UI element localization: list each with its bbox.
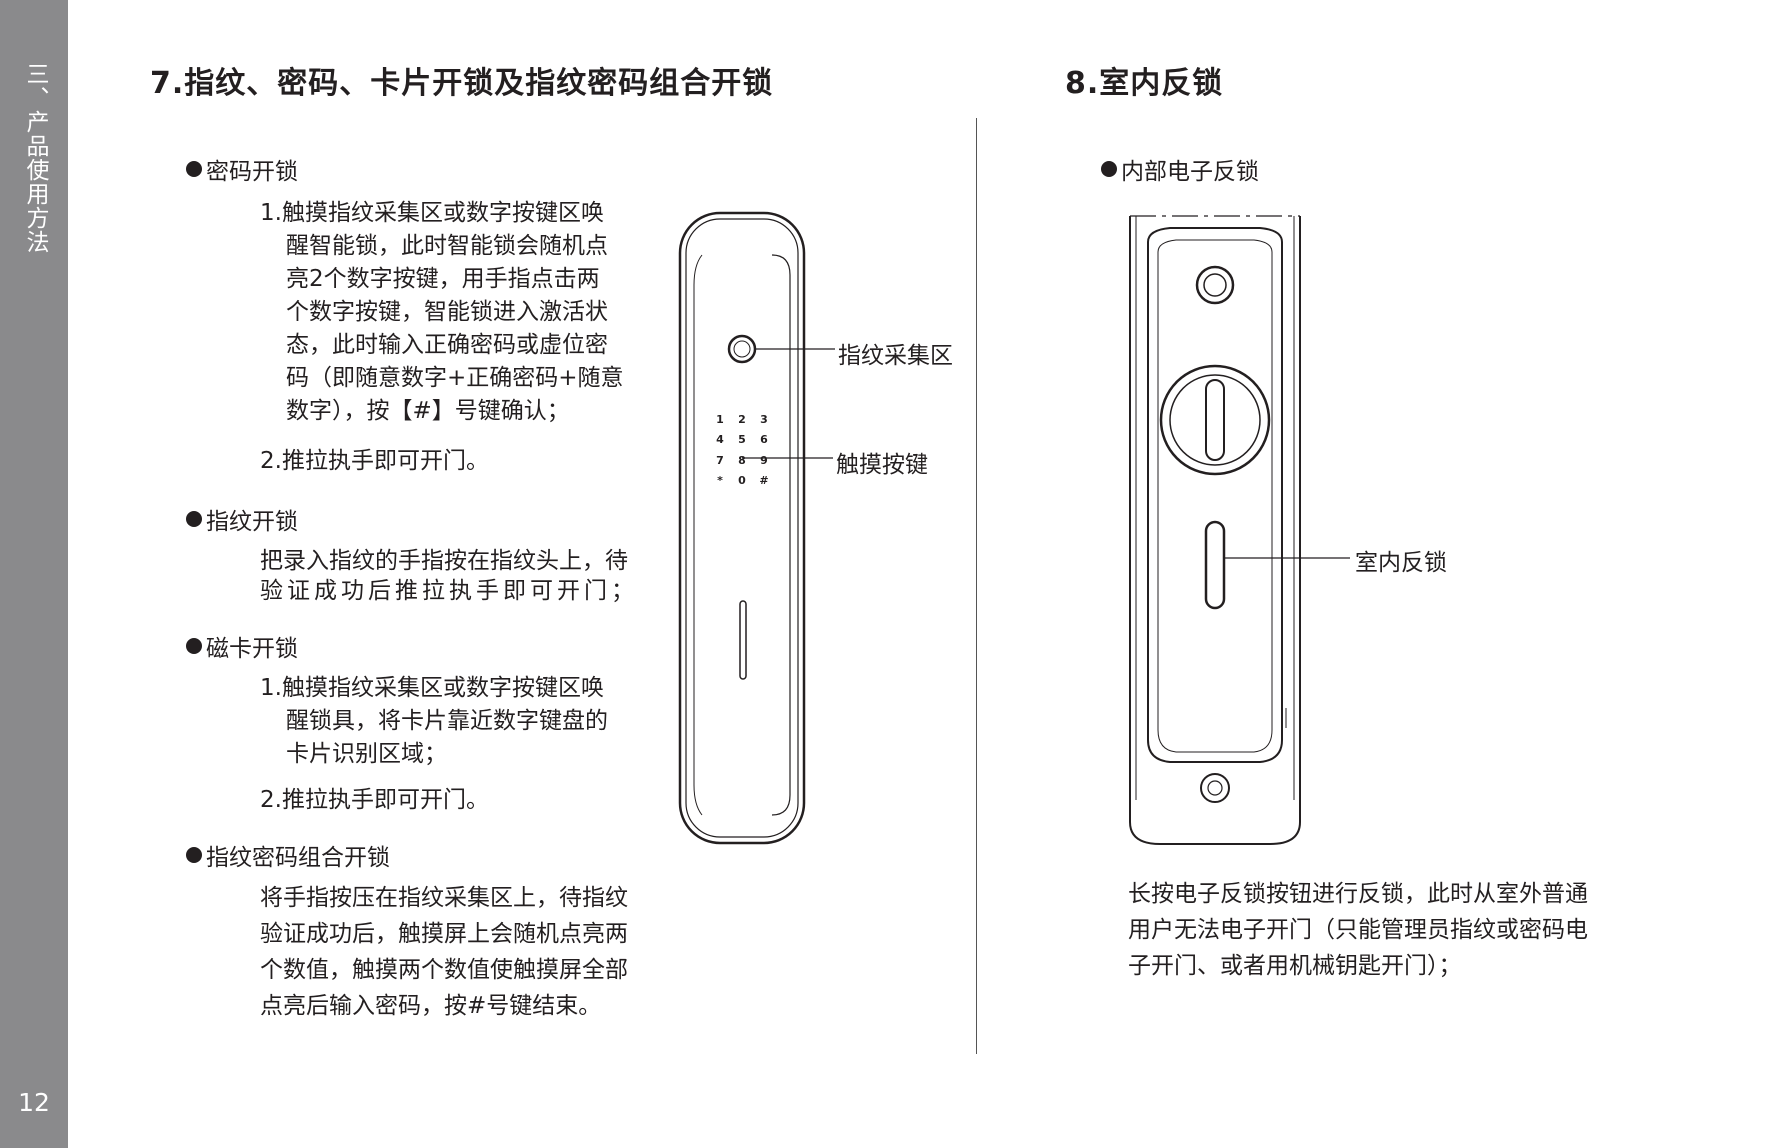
text-line: 长按电子反锁按钮进行反锁，此时从室外普通	[1128, 881, 1588, 907]
bullet-icon	[186, 638, 202, 654]
text-line: 亮2个数字按键，用手指点击两	[286, 266, 600, 292]
lock-back-illustration	[1129, 215, 1350, 845]
text-line: 醒锁具，将卡片靠近数字键盘的	[286, 708, 608, 734]
text-line: 1.触摸指纹采集区或数字按键区唤	[260, 675, 604, 701]
key-0: 0	[738, 474, 746, 487]
card-step-1: 1.触摸指纹采集区或数字按键区唤 醒锁具，将卡片靠近数字键盘的 卡片识别区域；	[260, 672, 608, 771]
password-step-2: 2.推拉执手即可开门。	[260, 448, 489, 474]
text-line: 个数字按键，智能锁进入激活状	[286, 299, 608, 325]
handle-slot	[739, 600, 747, 680]
text-line: 将手指按压在指纹采集区上，待指纹	[260, 885, 628, 911]
key-3: 3	[760, 413, 768, 426]
card-unlock-heading: 磁卡开锁	[186, 629, 298, 663]
keypad: 1 2 3 4 5 6 7 8 9 * 0 #	[716, 413, 768, 487]
text-line: 子开门、或者用机械钥匙开门）；	[1128, 953, 1462, 979]
lock-front-illustration: 1 2 3 4 5 6 7 8 9 * 0 #	[678, 211, 835, 845]
text-line: 个数值，触摸两个数值使触摸屏全部	[260, 957, 628, 983]
text-line: 醒智能锁，此时智能锁会随机点	[286, 233, 608, 259]
inner-deadlock-heading: 内部电子反锁	[1101, 152, 1259, 186]
key-hash: #	[759, 474, 768, 487]
text-line: 验证成功后，触摸屏上会随机点亮两	[260, 921, 628, 947]
card-step-2: 2.推拉执手即可开门。	[260, 787, 489, 813]
key-1: 1	[716, 413, 724, 426]
text-line: 点亮后输入密码，按#号键结束。	[260, 993, 602, 1019]
key-4: 4	[716, 433, 724, 446]
fingerprint-sensor-icon	[727, 334, 757, 364]
bullet-icon	[186, 847, 202, 863]
password-step-1: 1.触摸指纹采集区或数字按键区唤 醒智能锁，此时智能锁会随机点 亮2个数字按键，…	[260, 197, 624, 428]
text-line: 验证成功后推拉执手即可开门；	[260, 578, 638, 604]
text-line: 把录入指纹的手指按在指纹头上，待	[260, 548, 628, 574]
text-line: 用户无法电子开门（只能管理员指纹或密码电	[1128, 917, 1588, 943]
combo-unlock-text: 将手指按压在指纹采集区上，待指纹 验证成功后，触摸屏上会随机点亮两 个数值，触摸…	[260, 880, 628, 1024]
sidebar: 三、产品使用方法 12	[0, 0, 68, 1148]
thumb-turn-icon	[1159, 364, 1271, 476]
keypad-label: 触摸按键	[836, 452, 928, 478]
combo-unlock-heading: 指纹密码组合开锁	[186, 838, 390, 872]
text-line: 码（即随意数字+正确密码+随意	[286, 365, 624, 391]
section-7-title: 7.指纹、密码、卡片开锁及指纹密码组合开锁	[150, 66, 774, 101]
bullet-icon	[186, 511, 202, 527]
text-line: 1.触摸指纹采集区或数字按键区唤	[260, 200, 604, 226]
section-8-title: 8.室内反锁	[1065, 66, 1224, 101]
key-2: 2	[738, 413, 746, 426]
key-star: *	[717, 474, 723, 487]
text-line: 态，此时输入正确密码或虚位密	[286, 332, 608, 358]
column-divider	[976, 118, 977, 1054]
page-number: 12	[18, 1088, 50, 1117]
key-5: 5	[738, 433, 746, 446]
key-9: 9	[760, 454, 768, 467]
text-line: 卡片识别区域；	[286, 741, 447, 767]
bullet-icon	[1101, 161, 1117, 177]
indoor-deadlock-label: 室内反锁	[1355, 550, 1447, 576]
fingerprint-unlock-text: 把录入指纹的手指按在指纹头上，待 验证成功后推拉执手即可开门；	[260, 546, 638, 606]
section-label: 三、产品使用方法	[22, 62, 48, 254]
bullet-icon	[186, 161, 202, 177]
deadlock-button-icon	[1204, 520, 1226, 610]
key-7: 7	[716, 454, 724, 467]
deadlock-description: 长按电子反锁按钮进行反锁，此时从室外普通 用户无法电子开门（只能管理员指纹或密码…	[1128, 876, 1588, 984]
password-unlock-heading: 密码开锁	[186, 152, 298, 186]
fingerprint-unlock-heading: 指纹开锁	[186, 502, 298, 536]
fingerprint-area-label: 指纹采集区	[838, 343, 953, 369]
text-line: 数字），按【#】号键确认；	[286, 398, 570, 424]
key-6: 6	[760, 433, 768, 446]
key-8: 8	[738, 454, 746, 467]
